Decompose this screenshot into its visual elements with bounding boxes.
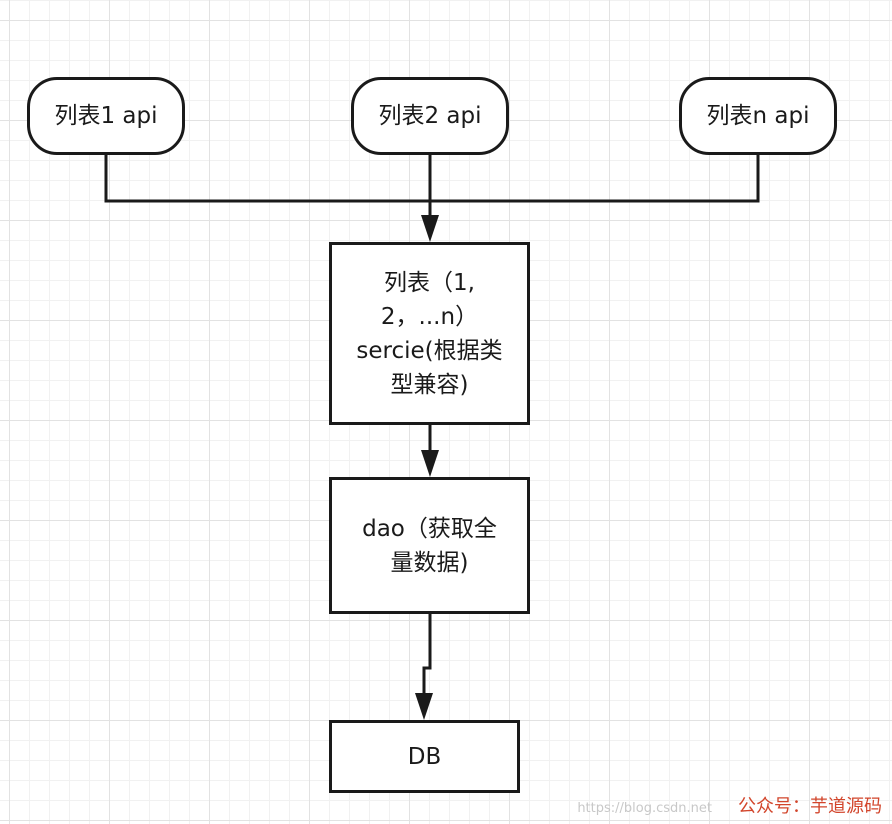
edge-dao-to-db — [422, 614, 432, 703]
node-dao-label: dao（获取全 量数据) — [362, 515, 497, 576]
node-db[interactable]: DB — [329, 720, 520, 793]
node-apin[interactable]: 列表n api — [679, 77, 837, 155]
edge-apin-to-service — [430, 155, 760, 203]
node-apin-label: 列表n api — [706, 103, 810, 129]
edge-api1-to-service — [104, 155, 430, 203]
node-api1-label: 列表1 api — [54, 103, 158, 129]
arrowhead-into-db — [415, 693, 433, 720]
node-service[interactable]: 列表（1, 2，...n） sercie(根据类 型兼容) — [329, 242, 530, 425]
arrowhead-into-dao — [421, 450, 439, 477]
watermark-url: https://blog.csdn.net — [577, 801, 712, 816]
node-api1[interactable]: 列表1 api — [27, 77, 185, 155]
node-db-label: DB — [407, 743, 442, 770]
node-api2[interactable]: 列表2 api — [351, 77, 509, 155]
node-api2-label: 列表2 api — [378, 103, 482, 129]
node-service-label: 列表（1, 2，...n） sercie(根据类 型兼容) — [356, 269, 503, 398]
node-dao[interactable]: dao（获取全 量数据) — [329, 477, 530, 614]
arrowhead-into-service — [421, 215, 439, 242]
watermark-text: 公众号：芋道源码 — [738, 796, 882, 817]
